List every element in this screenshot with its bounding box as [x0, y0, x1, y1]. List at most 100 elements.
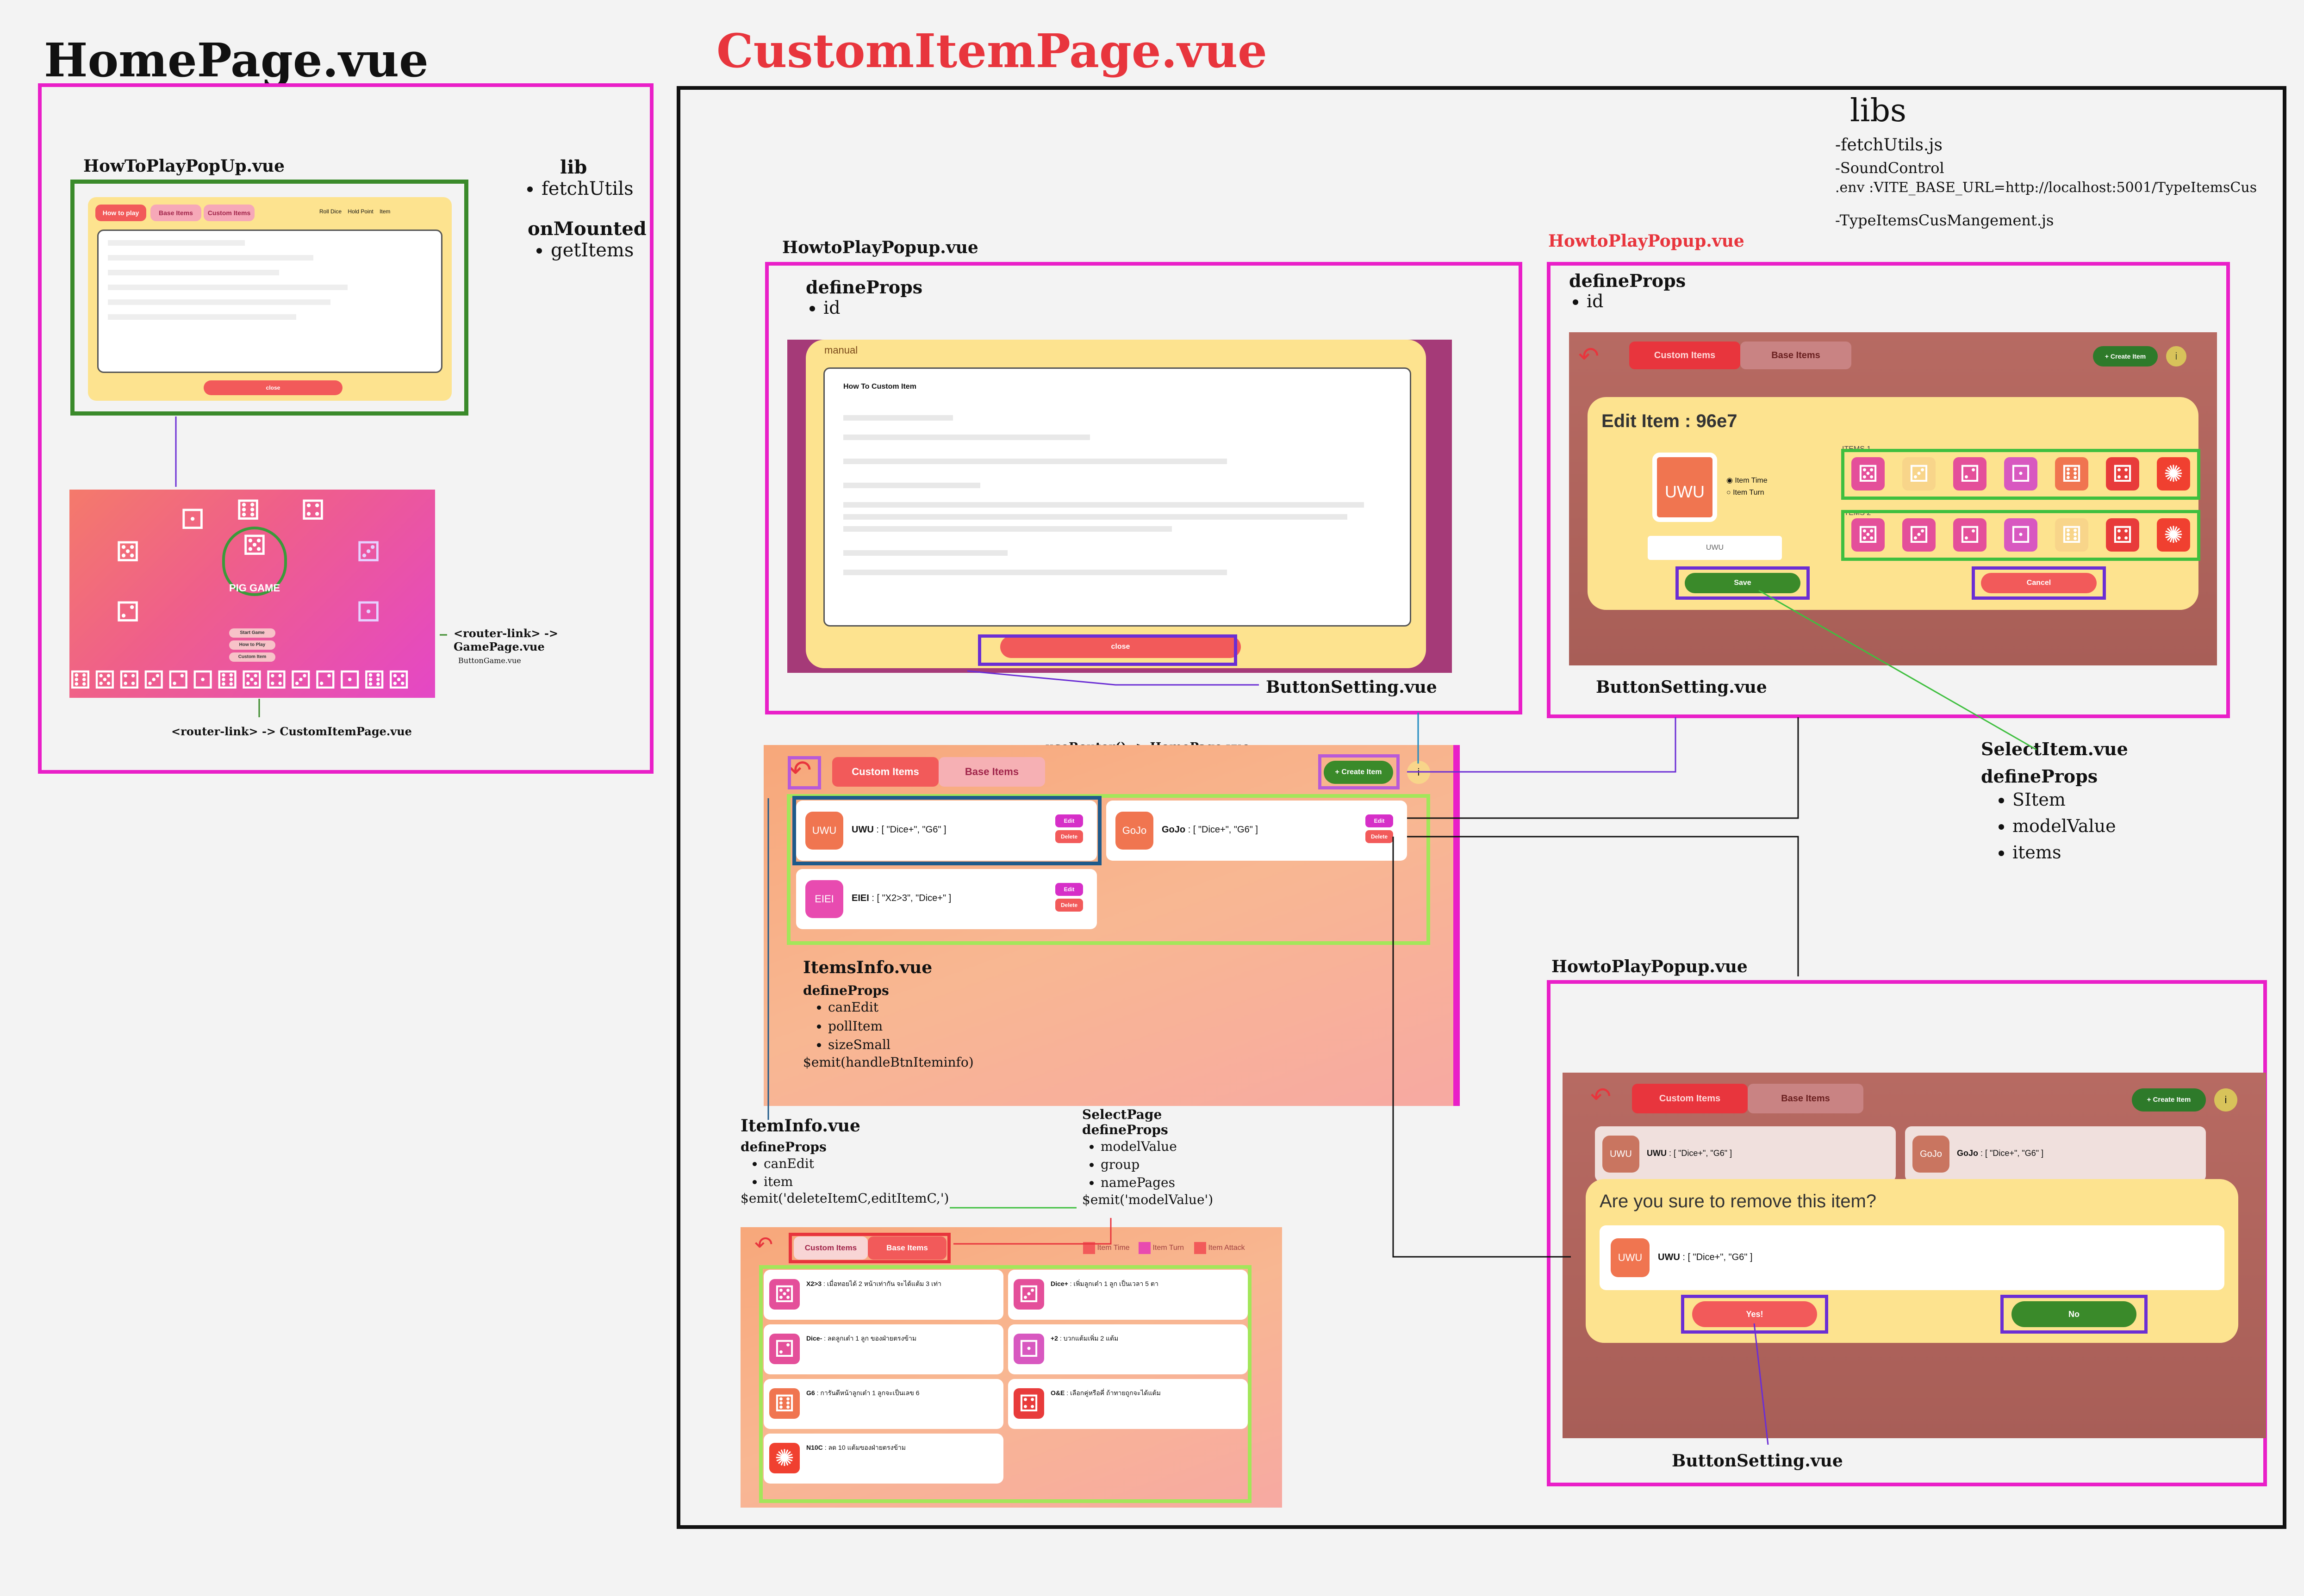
item-option-icon[interactable]: ⚀	[2004, 518, 2037, 552]
router-game-label: <router-link> -> GamePage.vue	[454, 627, 559, 653]
button-setting-label: ButtonSetting.vue	[1596, 677, 1767, 697]
create-item-button[interactable]: + Create Item	[2132, 1088, 2206, 1112]
item-option-icon[interactable]: ⚅	[2055, 457, 2088, 491]
item-desc-text: : การันตีหน้าลูกเต๋า 1 ลูกจะเป็นเลข 6	[816, 1389, 920, 1397]
no-button-highlight	[2000, 1295, 2148, 1334]
lib-block: lib fetchUtils onMounted getItems	[528, 156, 647, 261]
item-desc: Dice- : ลดลูกเต๋า 1 ลูก ของฝ่ายตรงข้าม	[806, 1334, 996, 1344]
libs-item: .env :VITE_BASE_URL=http://localhost:500…	[1835, 180, 2257, 196]
item-option-icon[interactable]: ⚄	[1851, 457, 1885, 491]
tab-custom-items[interactable]: Custom Items	[204, 205, 255, 221]
edit-button[interactable]: Edit	[1055, 814, 1083, 827]
item-name: +2	[1051, 1335, 1058, 1342]
manual-heading: How To Custom Item	[843, 383, 916, 391]
item-option-icon[interactable]: ⚄	[1851, 518, 1885, 552]
yes-button[interactable]: Yes!	[1692, 1301, 1817, 1327]
tab-custom-items[interactable]: Custom Items	[794, 1236, 868, 1260]
popup-close-button[interactable]: close	[204, 380, 342, 395]
manual-close-button[interactable]: close	[1000, 636, 1241, 658]
back-arrow-icon[interactable]: ↶	[1590, 1083, 1612, 1111]
info-icon[interactable]: i	[2214, 1088, 2237, 1112]
item-avatar: UWU	[1602, 1136, 1639, 1173]
libs-item: -SoundControl	[1835, 159, 1944, 177]
back-arrow-icon[interactable]: ↶	[1578, 342, 1600, 370]
tab-custom-items[interactable]: Custom Items	[1632, 1084, 1748, 1113]
info-icon[interactable]: i	[2166, 346, 2186, 366]
item-option-icon[interactable]: ⚅	[2055, 518, 2088, 552]
radio-item-turn-label: Item Turn	[1733, 489, 1764, 497]
lib-item: fetchUtils	[542, 178, 647, 199]
base-item-card: ⚀ +2 : บวกแต้มเพิ่ม 2 แต้ม	[1008, 1324, 1248, 1374]
item-desc: G6 : การันตีหน้าลูกเต๋า 1 ลูกจะเป็นเลข 6	[806, 1388, 996, 1398]
delete-button[interactable]: Delete	[1055, 899, 1083, 912]
tab-base-items[interactable]: Base Items	[868, 1236, 947, 1260]
item-value: : [ "Dice+", "G6" ]	[1682, 1252, 1753, 1262]
tab-base-items[interactable]: Base Items	[150, 205, 201, 221]
item-card-gojo[interactable]: GoJo GoJo : [ "Dice+", "G6" ] Edit Delet…	[1106, 801, 1407, 861]
item-desc-text: : เลือกคู่หรือคี่ ถ้าทายถูกจะได้แต้ม	[1066, 1389, 1161, 1397]
filter-label: Item Time	[1097, 1244, 1130, 1252]
item-option-icon[interactable]: ⚂	[1902, 457, 1936, 491]
back-arrow-icon[interactable]: ↶	[789, 755, 812, 785]
name-input[interactable]: UWU	[1648, 536, 1782, 560]
tab-custom-items[interactable]: Custom Items	[832, 757, 939, 787]
selectpage-title: SelectPage	[1082, 1107, 1162, 1122]
tab-how-to-play[interactable]: How to play	[95, 205, 146, 221]
delete-button[interactable]: Delete	[1365, 830, 1393, 843]
item-option-icon[interactable]: ⚂	[1902, 518, 1936, 552]
base-item-card: ⚁ Dice- : ลดลูกเต๋า 1 ลูก ของฝ่ายตรงข้าม	[764, 1324, 1003, 1374]
item-name: N10C	[806, 1444, 823, 1451]
radio-item-turn[interactable]: ○ Item Turn	[1726, 489, 1764, 497]
item-option-icon[interactable]: ✺	[2157, 518, 2190, 552]
libs-block: libs -fetchUtils.js -SoundControl .env :…	[1835, 93, 2257, 229]
filter-label: Item Attack	[1208, 1244, 1245, 1252]
back-arrow-icon[interactable]: ↶	[754, 1233, 773, 1257]
save-button[interactable]: Save	[1685, 573, 1800, 593]
custom-items-screenshot: ↶ Custom Items Base Items + Create Item …	[764, 745, 1460, 1106]
selectitem-prop: items	[2012, 839, 2128, 866]
tab-base-items[interactable]: Base Items	[1748, 1084, 1863, 1113]
dice-pile: ⚅⚄⚃⚂⚁⚀⚅⚄⚃⚂⚁⚀⚅⚄	[69, 666, 413, 694]
filter-item-time[interactable]: Item Time	[1083, 1242, 1130, 1254]
item-text: UWU : [ "Dice+", "G6" ]	[1647, 1149, 1732, 1158]
item-option-icon[interactable]: ⚁	[1953, 518, 1986, 552]
create-item-button[interactable]: + Create Item	[1324, 761, 1393, 784]
filter-item-attack[interactable]: Item Attack	[1194, 1242, 1245, 1254]
tab-base-items[interactable]: Base Items	[1740, 342, 1851, 369]
item-icon: ⚄	[769, 1279, 800, 1310]
iteminfo-title: ItemInfo.vue	[741, 1116, 860, 1136]
tab-custom-items[interactable]: Custom Items	[1629, 342, 1740, 369]
create-item-button[interactable]: + Create Item	[2093, 346, 2158, 366]
item-card-eiei[interactable]: EIEI EIEI : [ "X2>3", "Dice+" ] Edit Del…	[796, 869, 1097, 929]
item-card-uwu[interactable]: UWU UWU : [ "Dice+", "G6" ] Edit Delete	[796, 801, 1097, 861]
selectitem-props-title: defineProps	[1981, 766, 2098, 787]
radio-item-time[interactable]: ◉ Item Time	[1726, 477, 1768, 484]
item-option-icon[interactable]: ⚃	[2106, 518, 2139, 552]
info-icon[interactable]: i	[1407, 761, 1430, 784]
start-game-button[interactable]: Start Game	[229, 628, 275, 638]
item-legend: Item	[380, 208, 391, 215]
tab-base-items[interactable]: Base Items	[939, 757, 1045, 787]
item-value: : [ "X2>3", "Dice+" ]	[872, 893, 952, 903]
edit-panel: Edit Item : 96e7 UWU ◉ Item Time ○ Item …	[1588, 397, 2200, 610]
item-option-icon[interactable]: ⚁	[1953, 457, 1986, 491]
custom-item-button[interactable]: Custom Item	[229, 652, 275, 662]
lib-title: lib	[560, 156, 587, 178]
no-button[interactable]: No	[2011, 1301, 2136, 1327]
edit-button[interactable]: Edit	[1055, 883, 1083, 896]
base-item-card: ⚄ X2>3 : เมื่อทอยได้ 2 หน้าเท่ากัน จะได้…	[764, 1270, 1003, 1320]
selectpage-prop: namePages	[1101, 1174, 1213, 1192]
base-items-screenshot: ↶ Custom Items Base Items Item Time Item…	[741, 1227, 1282, 1508]
item-option-icon[interactable]: ✺	[2157, 457, 2190, 491]
cancel-button[interactable]: Cancel	[1981, 573, 2097, 593]
edit-title: Edit Item : 96e7	[1601, 411, 1737, 431]
item-option-icon[interactable]: ⚀	[2004, 457, 2037, 491]
how-to-play-button[interactable]: How to Play	[229, 640, 275, 650]
selectitem-prop: modelValue	[2012, 813, 2128, 839]
item-option-icon[interactable]: ⚃	[2106, 457, 2139, 491]
delete-button[interactable]: Delete	[1055, 830, 1083, 843]
edit-button[interactable]: Edit	[1365, 814, 1393, 827]
item-desc-text: : เพิ่มลูกเต๋า 1 ลูก เป็นเวลา 5 ตา	[1070, 1280, 1158, 1287]
prop-item: id	[1587, 291, 1686, 311]
filter-item-turn[interactable]: Item Turn	[1139, 1242, 1184, 1254]
